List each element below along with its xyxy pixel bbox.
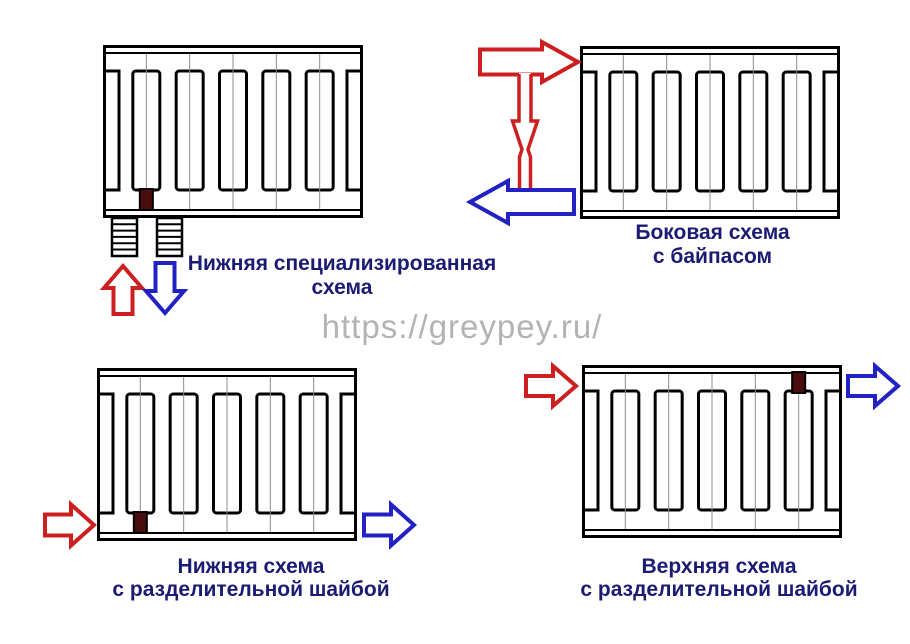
radiator-half-channel <box>345 69 360 192</box>
diagram-label-bottom-washer: Нижняя схема с разделительной шайбой <box>81 555 421 601</box>
supply-flow-arrow-icon <box>524 361 580 411</box>
label-line: Нижняя схема <box>177 555 325 578</box>
separating-washer <box>791 371 807 394</box>
diagram-bottom-scheme-with-separating-washer <box>43 368 418 550</box>
return-flow-arrow-icon <box>141 261 189 317</box>
bypass-pipe <box>478 38 583 190</box>
threaded-connector <box>155 216 184 258</box>
diagram-side-scheme-with-bypass <box>465 38 840 227</box>
return-flow-arrow-icon <box>846 361 902 411</box>
supply-flow-arrow-icon <box>478 38 583 86</box>
diagram-label-top-washer: Верхняя схема с разделительной шайбой <box>549 555 889 601</box>
separating-washer <box>138 188 154 211</box>
supply-flow-arrow-icon <box>43 500 98 550</box>
threaded-connector <box>110 216 139 258</box>
diagram-bottom-specialized-scheme <box>99 45 363 317</box>
label-line: с разделительной шайбой <box>112 578 390 601</box>
diagram-top-scheme-with-separating-washer <box>524 361 902 538</box>
radiator-half-channel <box>585 389 600 512</box>
radiator-half-channel <box>583 70 598 193</box>
radiator-half-channel <box>822 70 837 193</box>
bypass-down-arrow-icon <box>526 74 540 190</box>
radiator-half-channel <box>106 69 121 192</box>
label-line: Верхняя схема <box>641 555 797 578</box>
bypass-down-arrow-icon <box>510 74 524 190</box>
separating-washer <box>132 511 148 534</box>
watermark-url: https://greypey.ru/ <box>321 308 603 345</box>
diagram-label-side-bypass: Боковая схема с байпасом <box>590 221 835 269</box>
label-line: Боковая схема <box>635 221 790 244</box>
return-flow-arrow-icon <box>465 177 576 227</box>
radiator-half-channel <box>100 392 115 515</box>
diagram-label-bottom-specialized: Нижняя специализированная схема <box>170 252 514 300</box>
label-line: с байпасом <box>652 245 773 268</box>
return-flow-arrow-icon <box>362 500 418 550</box>
radiator-half-channel <box>339 392 354 515</box>
label-line: с разделительной шайбой <box>580 578 858 601</box>
label-line: Нижняя специализированная <box>187 252 497 275</box>
radiator-half-channel <box>824 389 839 512</box>
label-line: схема <box>311 276 373 299</box>
supply-flow-arrow-icon <box>99 262 147 316</box>
